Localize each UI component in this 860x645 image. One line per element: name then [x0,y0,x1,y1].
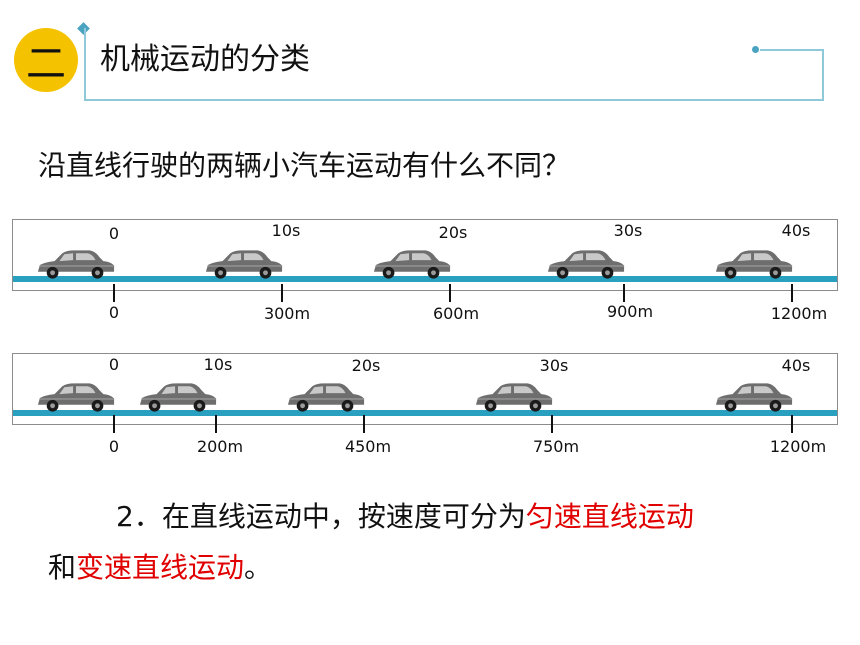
car-icon [715,250,793,279]
distance-tick [551,415,553,433]
distance-label: 750m [532,437,580,456]
distance-label: 0 [108,437,120,456]
time-label: 0 [108,224,120,243]
distance-tick [791,415,793,433]
distance-label: 450m [344,437,392,456]
car-icon [205,250,283,279]
time-label: 30s [613,221,643,240]
distance-label: 1200m [769,437,827,456]
distance-tick [363,415,365,433]
car-icon [287,383,365,412]
conclusion-text: 和 [48,551,77,584]
distance-tick [449,284,451,302]
car-icon [37,250,115,279]
car-icon [37,383,115,412]
dot-decoration [752,46,759,53]
car-icon [373,250,451,279]
distance-label: 1200m [770,304,828,323]
uniform-motion-term: 匀速直线运动 [525,500,694,533]
time-label: 10s [271,221,301,240]
conclusion-text: 2．在直线运动中，按速度可分为 [116,500,526,533]
section-number: 二 [26,41,66,87]
frame-right-line [822,49,824,99]
question-text: 沿直线行驶的两辆小汽车运动有什么不同？ [38,149,571,182]
distance-tick [791,284,793,302]
time-label: 10s [203,355,233,374]
distance-label: 300m [263,304,311,323]
distance-label: 200m [196,437,244,456]
car-icon [139,383,217,412]
frame-top-line [760,49,824,51]
conclusion-line-2: 和变速直线运动。 [48,548,272,588]
distance-label: 900m [606,302,654,321]
title-frame [84,28,824,101]
conclusion-line-1: 2．在直线运动中，按速度可分为匀速直线运动 [116,497,694,537]
time-label: 20s [438,223,468,242]
distance-label: 0 [108,303,120,322]
time-label: 0 [108,355,120,374]
variable-motion-term: 变速直线运动 [76,551,245,584]
time-label: 40s [781,356,811,375]
road [13,276,837,282]
distance-tick [281,284,283,302]
conclusion-text: 。 [244,551,273,584]
distance-tick [113,415,115,433]
car-icon [715,383,793,412]
distance-tick [113,284,115,302]
time-label: 40s [781,221,811,240]
section-number-badge: 二 [14,28,78,92]
distance-tick [623,284,625,302]
distance-tick [215,415,217,433]
distance-label: 600m [432,304,480,323]
variable-motion-panel [12,353,838,425]
section-title: 机械运动的分类 [100,42,310,77]
car-icon [475,383,553,412]
road [13,410,837,416]
uniform-motion-panel [12,219,838,291]
car-icon [547,250,625,279]
time-label: 20s [351,356,381,375]
time-label: 30s [539,356,569,375]
